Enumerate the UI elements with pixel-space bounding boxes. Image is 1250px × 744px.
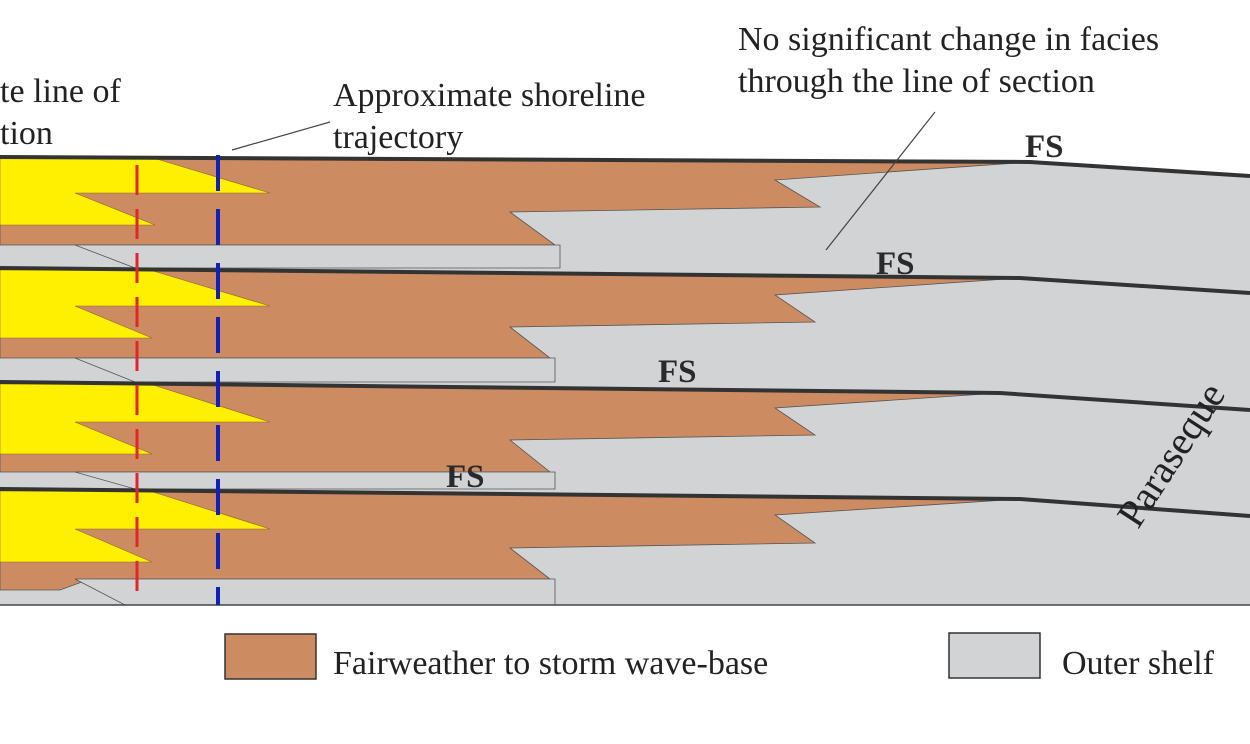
flooding-surface-line-3 xyxy=(0,380,1250,412)
line-of-section-label-line2: tion xyxy=(0,115,53,152)
shoreline-leader-line xyxy=(231,121,331,151)
flooding-surface-label-2: FS xyxy=(876,246,915,282)
fairweather-tongue-2 xyxy=(0,267,1021,359)
flooding-surface-label-4: FS xyxy=(446,459,485,495)
legend-outer-shelf-swatch xyxy=(948,632,1041,679)
fairweather-tongue-3 xyxy=(0,381,1001,473)
flooding-surface-line-2 xyxy=(0,266,1250,295)
legend-fairweather-label: Fairweather to storm wave-base xyxy=(333,645,768,682)
fairweather-tongue-1 xyxy=(0,156,1031,246)
shoreline-label-line1: Approximate shoreline xyxy=(333,77,646,114)
outer-shelf-wedges xyxy=(74,244,561,606)
flooding-surface-line-1 xyxy=(0,155,1250,178)
shoreface-facies-layers xyxy=(0,156,271,563)
facies-note-leader-line xyxy=(825,111,936,251)
line-of-section-label-line1: te line of xyxy=(0,73,122,110)
shoreline-label-line2: trajectory xyxy=(333,119,463,156)
outer-shelf-wedge-3 xyxy=(74,471,556,490)
facies-note-line2: through the line of section xyxy=(738,63,1095,100)
outer-shelf-wedge-4 xyxy=(74,578,556,606)
facies-note-line1: No significant change in facies xyxy=(738,21,1159,58)
legend-outer-shelf-label: Outer shelf xyxy=(1062,645,1215,682)
fairweather-facies-layers xyxy=(0,156,1031,591)
legend-fairweather-swatch xyxy=(224,633,317,680)
outer-shelf-wedge-2 xyxy=(74,357,556,383)
fairweather-tongue-4 xyxy=(0,488,1021,591)
flooding-surface-label-3: FS xyxy=(658,354,697,390)
flooding-surface-label-1: FS xyxy=(1025,129,1064,165)
flooding-surface-line-4 xyxy=(0,487,1250,518)
outer-shelf-wedge-1 xyxy=(74,244,561,269)
flooding-surface-lines xyxy=(0,155,1250,518)
